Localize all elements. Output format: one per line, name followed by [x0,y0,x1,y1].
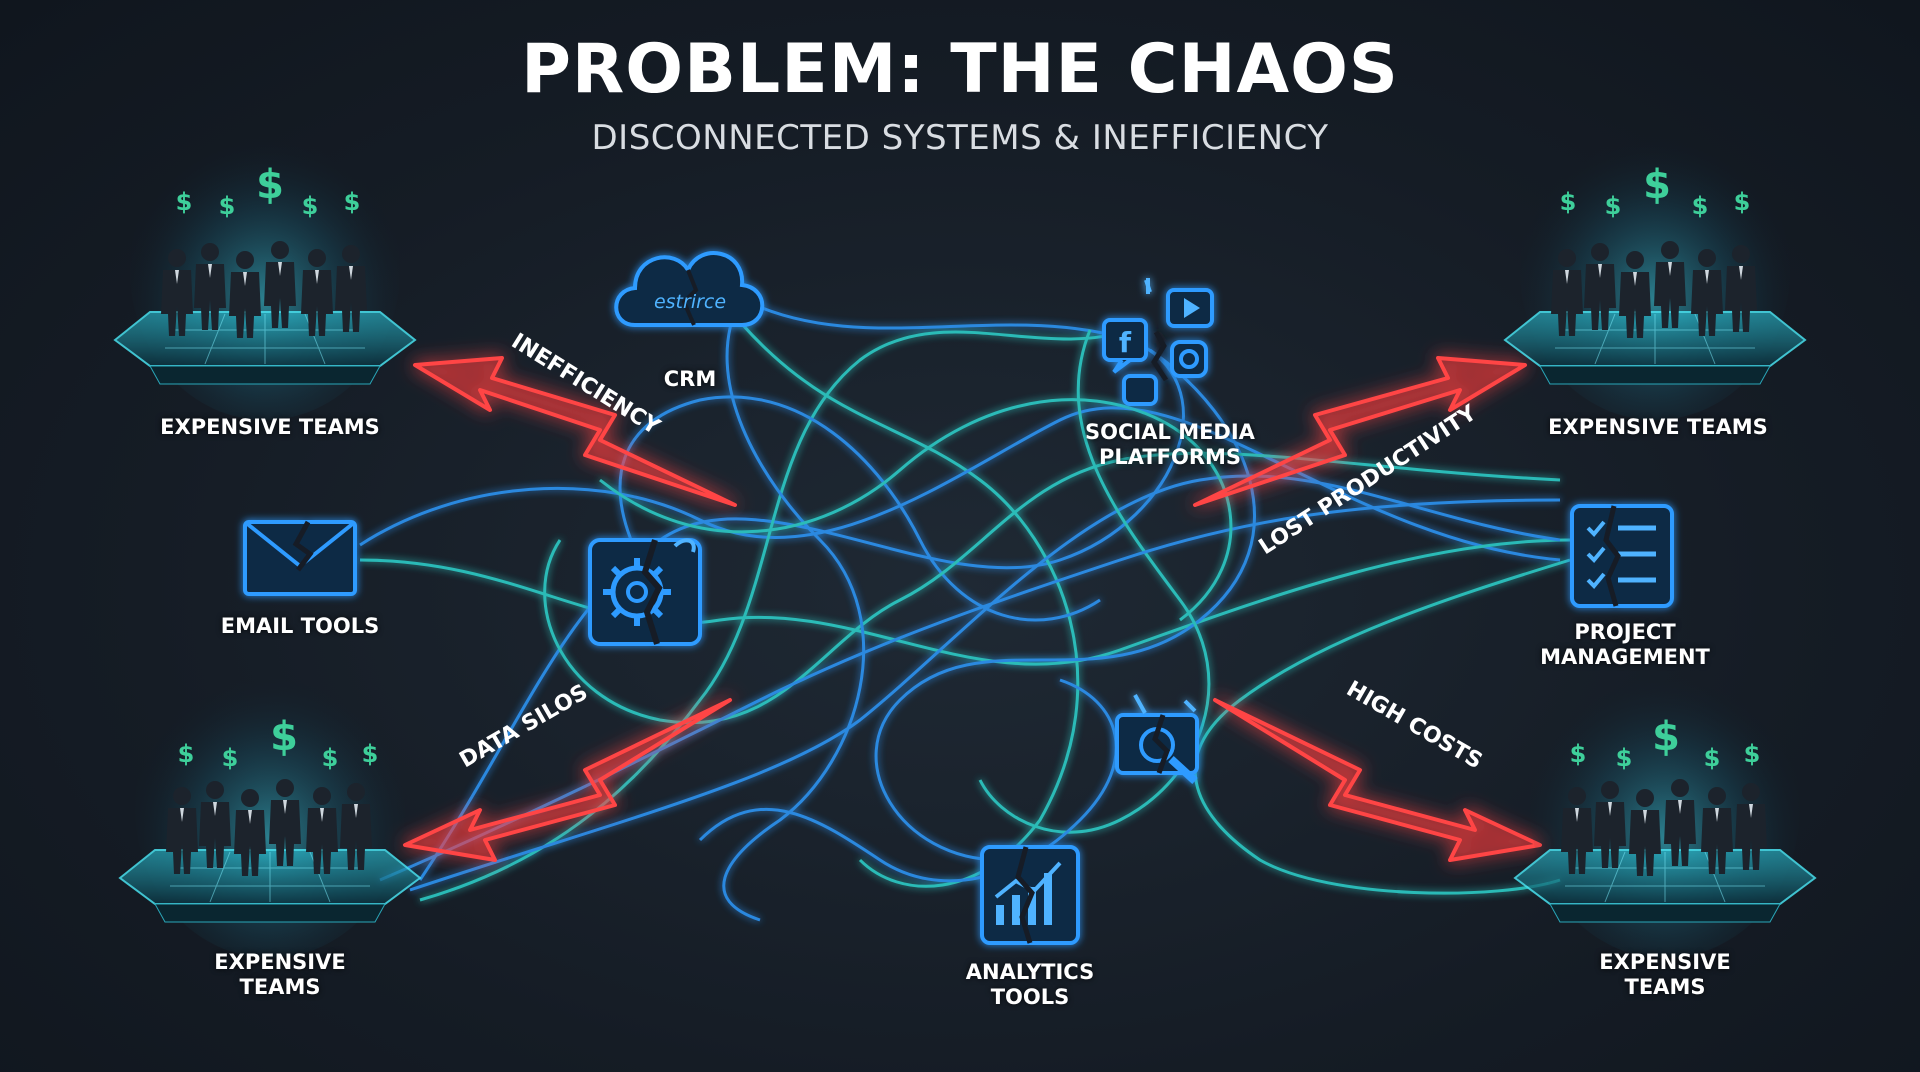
dollar-icon: $ [1652,714,1680,760]
dollar-icon: $ [1643,162,1671,208]
crm-label: CRM [663,367,717,391]
social-media-icons: f [1102,278,1214,406]
team-label-line1: EXPENSIVE [214,950,346,974]
dollar-icon: $ [256,162,284,208]
dollar-icon: $ [1704,744,1721,772]
dollar-icon: $ [1570,740,1587,768]
dollar-icon: $ [270,714,298,760]
instagram-icon [1170,340,1208,378]
crm-cloud-icon: estrirce [614,251,765,327]
page-title: PROBLEM: THE CHAOS [521,30,1399,109]
dollar-icon: $ [322,744,339,772]
dollar-icon: $ [344,188,361,216]
facebook-letter: f [1119,326,1132,359]
team-bottom-left [120,658,420,958]
crm-logo-text: estrirce [654,291,726,313]
email-tools-label: EMAIL TOOLS [220,614,380,638]
high-costs-label: HIGH COSTS [1342,677,1486,775]
data-silos-arrow [403,698,732,862]
social-media-line1: SOCIAL MEDIA [1085,420,1255,444]
team-label-line2: TEAMS [1624,975,1706,999]
social-media-line2: PLATFORMS [1098,445,1242,469]
team-label-bottom-left: EXPENSIVE TEAMS [130,950,430,1000]
broken-search-camera-icon [1115,694,1199,784]
chaos-connection-lines [359,296,1571,922]
dollar-sign-icons: $ $ $ $ $ $ $ $ $ $ $ $ $ $ $ $ $ $ $ $ [176,162,1761,772]
analytics-tools-label: ANALYTICS TOOLS [920,960,1140,1010]
email-icon [243,520,357,596]
dollar-icon: $ [1616,744,1633,772]
team-label-top-left: EXPENSIVE TEAMS [160,415,380,439]
project-management-line2: MANAGEMENT [1540,645,1710,669]
analytics-line2: TOOLS [990,985,1070,1009]
dollar-icon: $ [362,740,379,768]
dollar-icon: $ [302,192,319,220]
dollar-icon: $ [176,188,193,216]
team-label-line2: TEAMS [239,975,321,999]
dollar-icon: $ [1744,740,1761,768]
dollar-icon: $ [222,744,239,772]
project-management-icon [1570,504,1674,608]
team-bottom-right [1515,658,1815,958]
dollar-icon: $ [1560,188,1577,216]
dollar-icon: $ [178,740,195,768]
dollar-icon: $ [219,192,236,220]
data-silos-label: DATA SILOS [456,680,593,773]
high-costs-arrow [1213,698,1542,862]
analytics-chart-icon [980,845,1080,945]
project-management-line1: PROJECT [1574,620,1676,644]
inefficiency-arrow [413,356,737,507]
analytics-line1: ANALYTICS [965,960,1095,984]
team-label-top-right: EXPENSIVE TEAMS [1548,415,1768,439]
team-label-bottom-right: EXPENSIVE TEAMS [1515,950,1815,1000]
twitter-icon [1122,374,1158,406]
page-subtitle: DISCONNECTED SYSTEMS & INEFFICIENCY [591,118,1329,158]
broken-gear-icon [588,538,702,646]
team-label-line1: EXPENSIVE [1599,950,1731,974]
dollar-icon: $ [1605,192,1622,220]
project-management-label: PROJECT MANAGEMENT [1510,620,1740,670]
dollar-icon: $ [1692,192,1709,220]
social-media-label: SOCIAL MEDIA PLATFORMS [1050,420,1290,470]
lost-productivity-arrow [1193,356,1527,507]
dollar-icon: $ [1734,188,1751,216]
